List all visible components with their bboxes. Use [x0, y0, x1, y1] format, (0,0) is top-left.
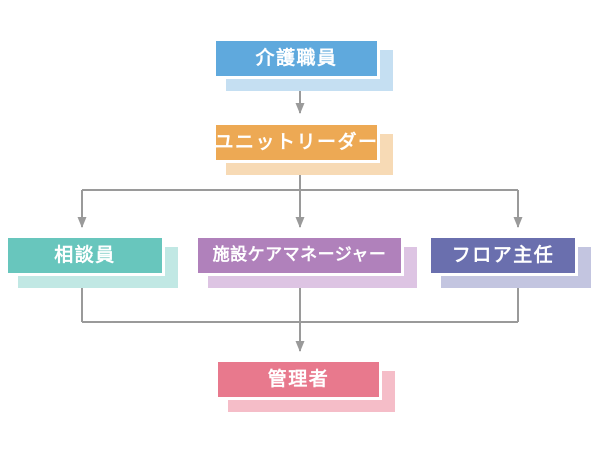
node-counselor[interactable]: 相談員 — [5, 235, 165, 276]
node-label-floor-chief: フロア主任 — [451, 244, 555, 266]
node-floor-chief[interactable]: フロア主任 — [428, 235, 578, 276]
node-facility-care-manager[interactable]: 施設ケアマネージャー — [195, 235, 404, 276]
node-label-facility-care-manager: 施設ケアマネージャー — [212, 245, 387, 265]
node-care-staff[interactable]: 介護職員 — [213, 38, 380, 79]
node-label-care-staff: 介護職員 — [255, 47, 338, 69]
node-administrator[interactable]: 管理者 — [215, 359, 382, 400]
node-label-administrator: 管理者 — [267, 368, 330, 390]
node-unit-leader[interactable]: ユニットリーダー — [213, 122, 380, 163]
node-label-unit-leader: ユニットリーダー — [214, 131, 379, 153]
node-label-counselor: 相談員 — [54, 244, 116, 266]
